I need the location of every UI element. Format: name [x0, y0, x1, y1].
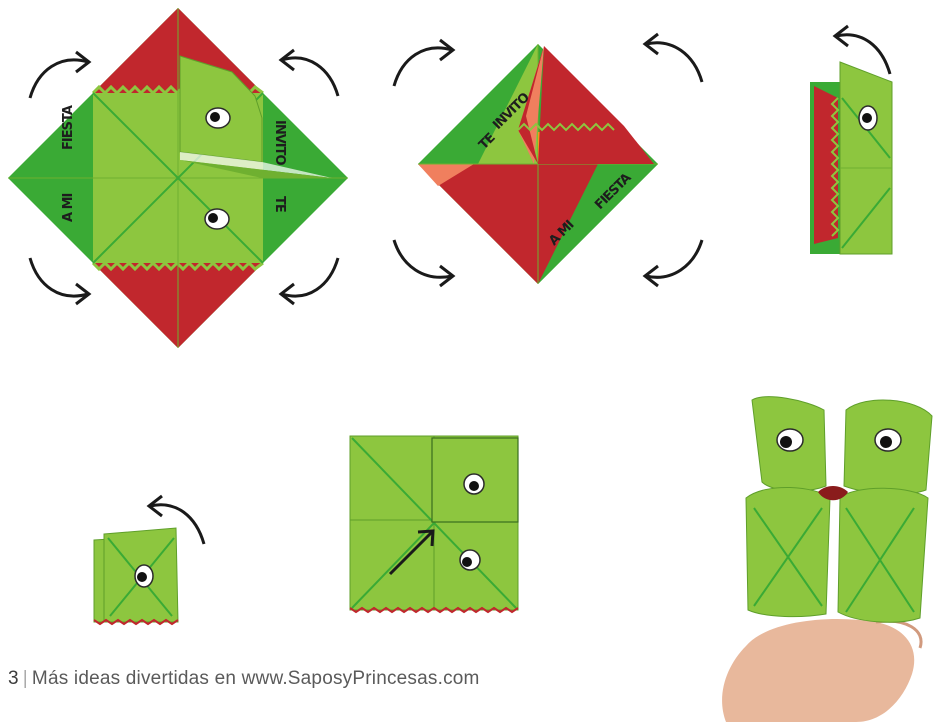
curved-arrow-icon: [390, 36, 460, 90]
curved-arrow-icon: [272, 254, 344, 310]
curved-arrow-icon: [826, 24, 896, 78]
hand: [722, 619, 921, 722]
eye-icon: [777, 429, 803, 451]
label-a-mi-1: A MI: [61, 193, 76, 222]
step-5-square: [346, 432, 522, 616]
fortune-teller: [746, 397, 932, 623]
eye-icon: [859, 106, 877, 130]
eye-icon: [205, 209, 229, 229]
eye-icon: [464, 474, 484, 494]
footer-text: Más ideas divertidas en www.SaposyPrince…: [32, 668, 480, 689]
eye-icon: [875, 429, 901, 451]
label-fiesta-1: FIESTA: [61, 105, 76, 150]
page-number: 3: [8, 668, 19, 689]
curved-arrow-icon: [636, 30, 708, 86]
curved-arrow-icon: [636, 236, 708, 290]
curved-arrow-icon: [26, 46, 96, 102]
eye-icon: [135, 565, 153, 587]
label-te-1: TE: [272, 196, 287, 212]
finished-fortune-teller-photo: [706, 386, 936, 722]
curved-arrow-icon: [390, 236, 460, 290]
eye-icon: [460, 550, 480, 570]
square: [350, 436, 518, 612]
curved-arrow-icon: [26, 254, 96, 310]
eye-icon: [206, 108, 230, 128]
strip: [810, 62, 892, 254]
label-invito-1: INVITO: [272, 120, 287, 165]
curved-arrow-icon: [140, 494, 210, 548]
curved-arrow-icon: [272, 44, 344, 102]
step-3-strip: [804, 58, 900, 262]
page-footer: 3|Más ideas divertidas en www.SaposyPrin…: [8, 668, 480, 690]
footer-separator: |: [23, 668, 28, 689]
